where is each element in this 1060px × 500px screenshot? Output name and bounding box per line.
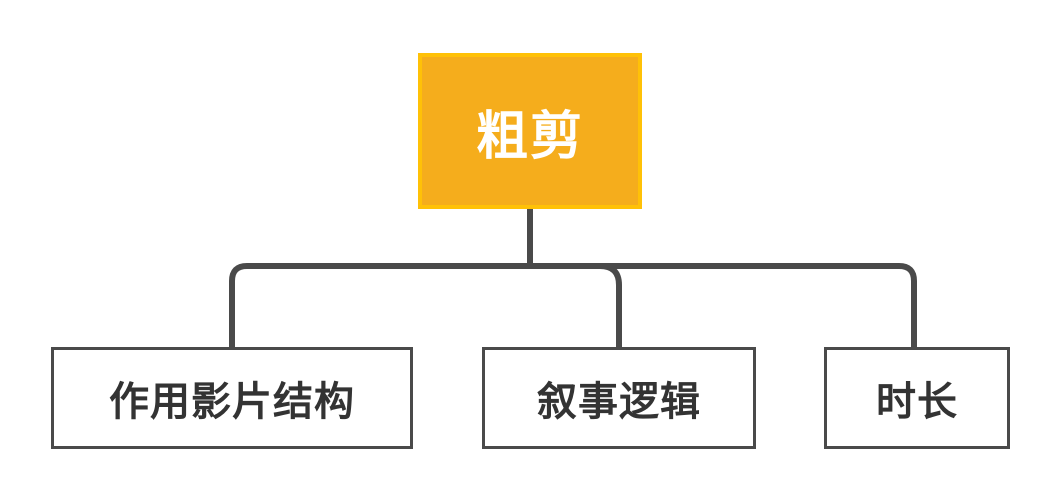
child-node-duration[interactable]: 时长 <box>824 347 1010 449</box>
connector-child-2 <box>599 263 622 347</box>
child-node-structure[interactable]: 作用影片结构 <box>51 347 413 449</box>
child-node-narrative-logic[interactable]: 叙事逻辑 <box>482 347 756 449</box>
child-node-label: 叙事逻辑 <box>537 379 701 425</box>
connector-bus <box>229 263 917 347</box>
child-node-label: 作用影片结构 <box>109 379 355 425</box>
root-node[interactable]: 粗剪 <box>418 53 642 209</box>
child-node-label: 时长 <box>876 379 958 425</box>
root-node-label: 粗剪 <box>475 106 584 167</box>
